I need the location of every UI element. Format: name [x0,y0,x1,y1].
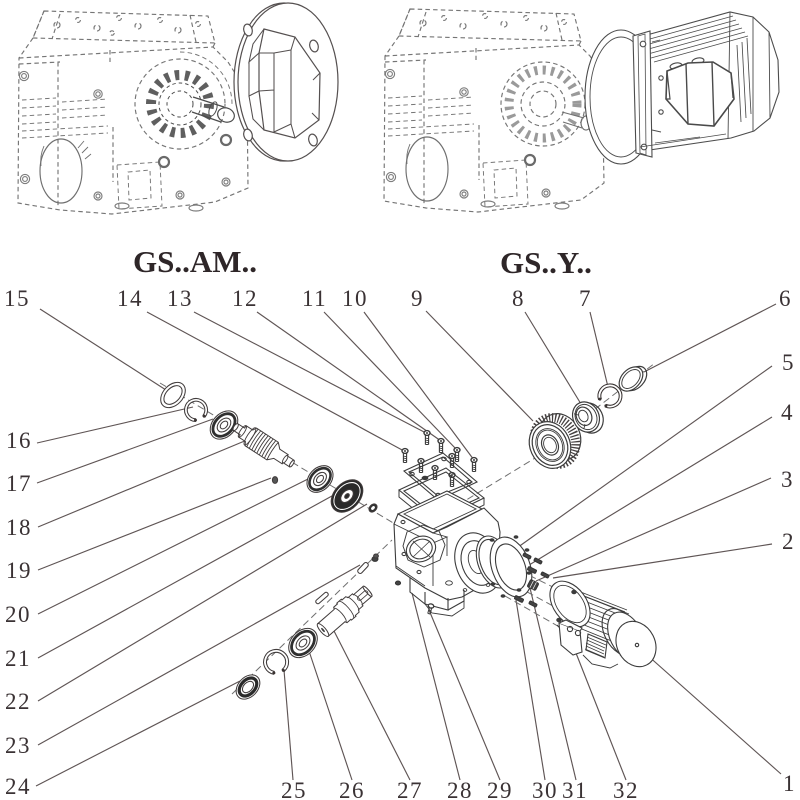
svg-text:24: 24 [5,774,31,799]
svg-text:27: 27 [397,778,423,800]
svg-text:8: 8 [512,286,525,311]
svg-text:19: 19 [6,558,32,583]
svg-text:GS..Y..: GS..Y.. [500,245,592,280]
svg-text:10: 10 [342,286,368,311]
svg-text:15: 15 [4,286,30,311]
svg-text:7: 7 [579,286,592,311]
svg-text:32: 32 [613,778,639,800]
svg-text:2: 2 [782,529,795,554]
svg-text:14: 14 [117,286,143,311]
svg-text:31: 31 [562,778,588,800]
svg-text:18: 18 [6,515,32,540]
svg-text:4: 4 [781,400,794,425]
svg-text:17: 17 [6,471,32,496]
svg-text:22: 22 [5,689,31,714]
svg-text:16: 16 [6,428,32,453]
svg-text:3: 3 [781,467,794,492]
svg-text:26: 26 [339,778,365,800]
svg-text:11: 11 [302,286,327,311]
svg-text:20: 20 [5,602,31,627]
svg-text:5: 5 [782,350,795,375]
svg-text:21: 21 [5,646,31,671]
svg-text:9: 9 [411,286,424,311]
svg-text:12: 12 [232,286,258,311]
svg-text:GS..AM..: GS..AM.. [133,244,257,279]
svg-text:1: 1 [783,771,796,796]
svg-text:13: 13 [167,286,193,311]
svg-text:29: 29 [487,778,513,800]
svg-text:28: 28 [447,778,473,800]
svg-text:6: 6 [779,286,792,311]
svg-text:23: 23 [5,733,31,758]
svg-text:30: 30 [532,778,558,800]
svg-text:25: 25 [281,778,307,800]
